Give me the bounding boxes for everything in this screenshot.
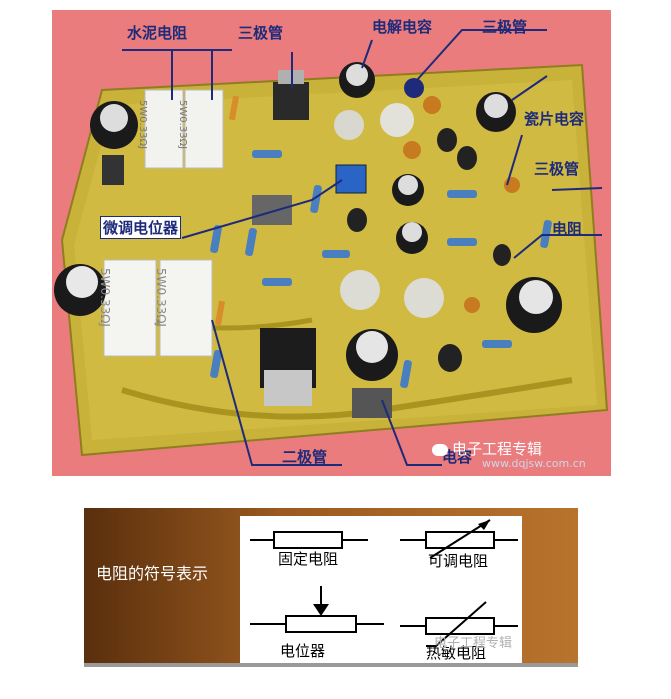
pcb-board-illustration [54, 29, 609, 466]
label-potentiometer: 电位器 [280, 642, 326, 660]
pcb-photo: 水泥电阻 三极管 电解电容 三极管 瓷片电容 三极管 电阻 微调电位器 二极管 … [52, 10, 611, 476]
callout-ceramic-capacitor: 瓷片电容 [524, 110, 585, 128]
label-variable-resistor: 可调电阻 [428, 552, 489, 570]
resistor-marking: 5W0.33ΩJ [137, 100, 148, 150]
callout-electrolytic-capacitor: 电解电容 [372, 18, 433, 36]
callout-trim-potentiometer: 微调电位器 [100, 216, 182, 239]
bottom-divider [84, 663, 578, 667]
label-fixed-resistor: 固定电阻 [278, 550, 339, 568]
resistor-marking: 5W0.33ΩJ [177, 100, 188, 150]
photo-watermark: 电子工程专辑 [432, 438, 542, 459]
callout-triode-top: 三极管 [238, 24, 284, 42]
symbol-watermark: 电子工程专辑 [434, 636, 513, 651]
symbol-panel-title: 电阻的符号表示 [96, 564, 209, 583]
photo-watermark-url: www.dqjsw.com.cn [482, 457, 586, 470]
callout-resistor: 电阻 [552, 220, 583, 238]
callout-triode-right: 三极管 [534, 160, 580, 178]
wechat-icon [432, 443, 448, 456]
resistor-symbol-panel: 电阻的符号表示 [84, 508, 578, 663]
callout-diode: 二极管 [282, 448, 328, 466]
callout-triode-top-right: 三极管 [482, 18, 528, 36]
callout-capacitor-partial: 电容 [442, 448, 473, 466]
resistor-marking: 5W0.33ΩJ [98, 268, 112, 327]
label-thermistor: 热敏电阻 [426, 644, 487, 662]
resistor-marking: 5W0.33ΩJ [154, 268, 168, 327]
callout-cement-resistor: 水泥电阻 [127, 24, 188, 42]
symbol-diagram [250, 519, 518, 647]
symbol-diagram-box: 固定电阻 可调电阻 电位器 热敏电阻 [240, 516, 522, 663]
